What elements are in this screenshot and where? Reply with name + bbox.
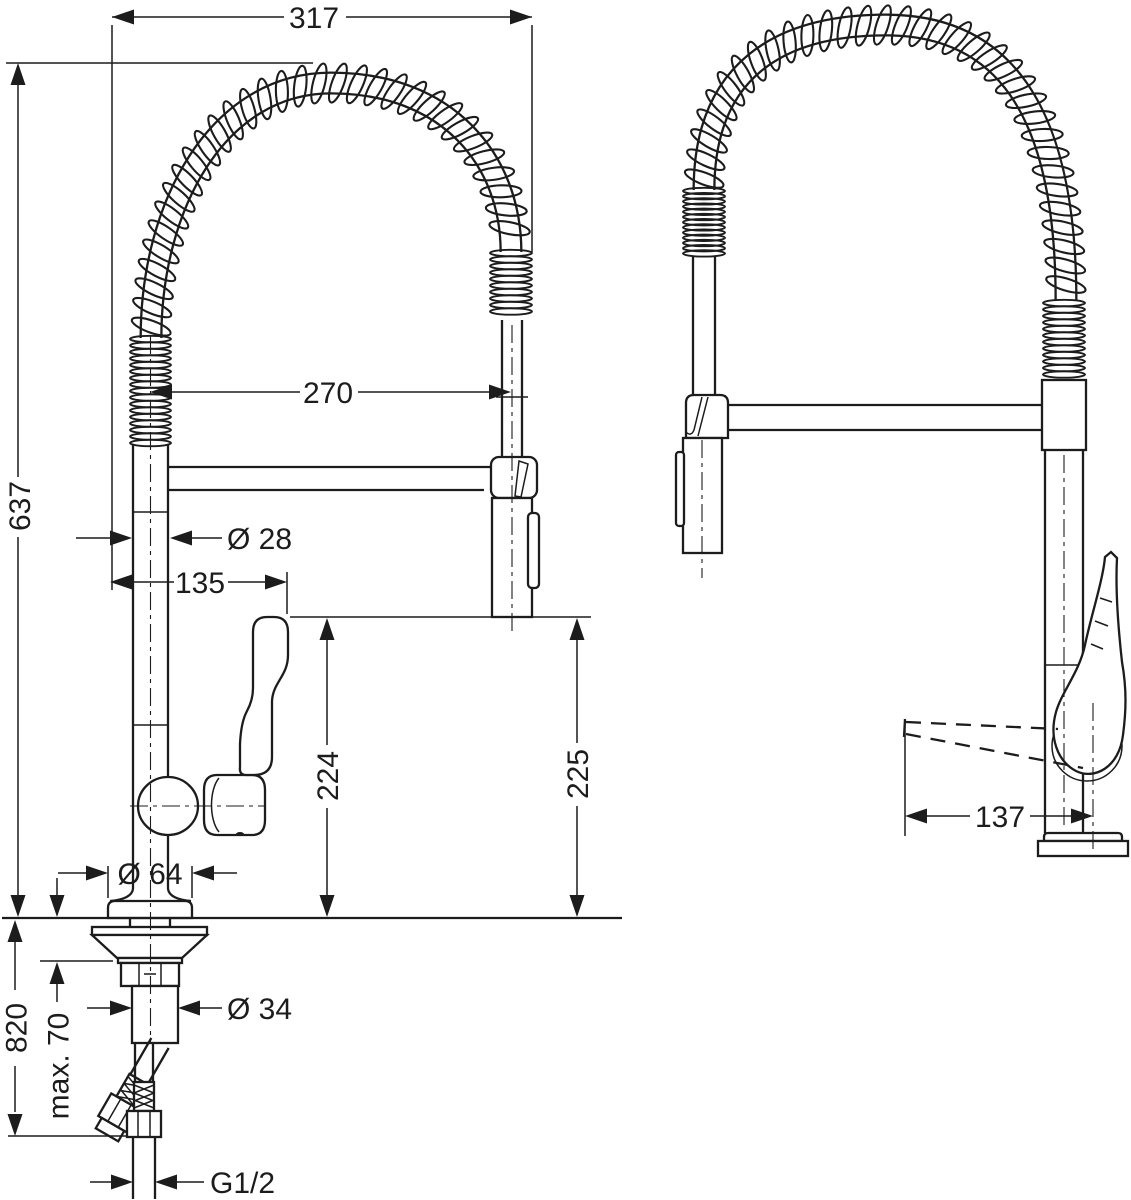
dim-base-diameter: Ø 64 <box>58 858 237 898</box>
side-view: 137 <box>674 4 1130 858</box>
dimensions-front: 317 637 270 Ø 28 135 <box>1 2 596 1200</box>
threaded-shank <box>130 984 180 1045</box>
dim-hose-arc-span-label: 270 <box>303 377 353 410</box>
dim-max-counter-thickness: max. 70 <box>40 878 113 1119</box>
centerlines-front <box>130 325 513 1043</box>
dim-hose-length-below-label: 820 <box>1 1003 34 1053</box>
dim-height-above-counter-label: 637 <box>4 481 37 531</box>
base-side <box>1036 831 1130 858</box>
handle-blade-front <box>238 615 290 777</box>
centerlines-side <box>701 440 1094 853</box>
dim-handle-top-height: 224 <box>312 618 345 917</box>
dim-handle-top-height-label: 224 <box>312 751 345 801</box>
dim-spout-reach: 135 <box>110 567 288 614</box>
spray-button-front <box>526 511 541 590</box>
support-bar-side <box>728 403 1041 432</box>
dim-hose-length-below: 820 <box>1 920 128 1137</box>
handle-side <box>1051 550 1127 782</box>
handle-lever-side <box>1052 550 1127 776</box>
support-bar-front <box>168 465 491 492</box>
spiral-hose-side <box>682 4 1087 379</box>
dim-spray-head-height: 225 <box>562 618 595 917</box>
supply-hoses <box>94 1037 170 1199</box>
dim-pipe-diameter: Ø 28 <box>76 523 292 556</box>
dim-supply-thread: G1/2 <box>90 1167 275 1200</box>
spray-button-side <box>674 450 686 528</box>
dim-base-diameter-label: Ø 64 <box>117 858 182 891</box>
dim-pipe-diameter-label: Ø 28 <box>227 523 292 556</box>
vertical-supply-hose <box>125 1043 163 1199</box>
front-view: 317 637 270 Ø 28 135 <box>1 2 622 1200</box>
handle-front <box>136 615 290 837</box>
dim-hose-arc-span: 270 <box>150 377 511 410</box>
spiral-hose-front <box>129 62 533 448</box>
dim-height-above-counter: 637 <box>4 62 313 917</box>
dim-max-counter-thickness-label: max. 70 <box>43 1013 76 1120</box>
dim-spray-head-height-label: 225 <box>562 749 595 799</box>
base-front <box>106 887 194 920</box>
tight-coil-front-right <box>489 248 533 316</box>
dim-overall-depth: 317 <box>111 2 533 590</box>
dim-overall-depth-label: 317 <box>289 2 339 35</box>
spray-head-front <box>489 320 541 619</box>
dim-supply-thread-label: G1/2 <box>210 1167 275 1200</box>
dim-shank-diameter-label: Ø 34 <box>227 993 292 1026</box>
dim-side-handle-reach: 137 <box>904 720 1093 836</box>
tight-coil-side-left <box>682 186 726 258</box>
dim-spout-reach-label: 135 <box>175 567 225 600</box>
mounting-hardware <box>89 918 210 1045</box>
dim-side-handle-reach-label: 137 <box>975 801 1025 834</box>
tight-coil-side-right <box>1042 298 1086 379</box>
dim-shank-diameter: Ø 34 <box>87 993 292 1026</box>
